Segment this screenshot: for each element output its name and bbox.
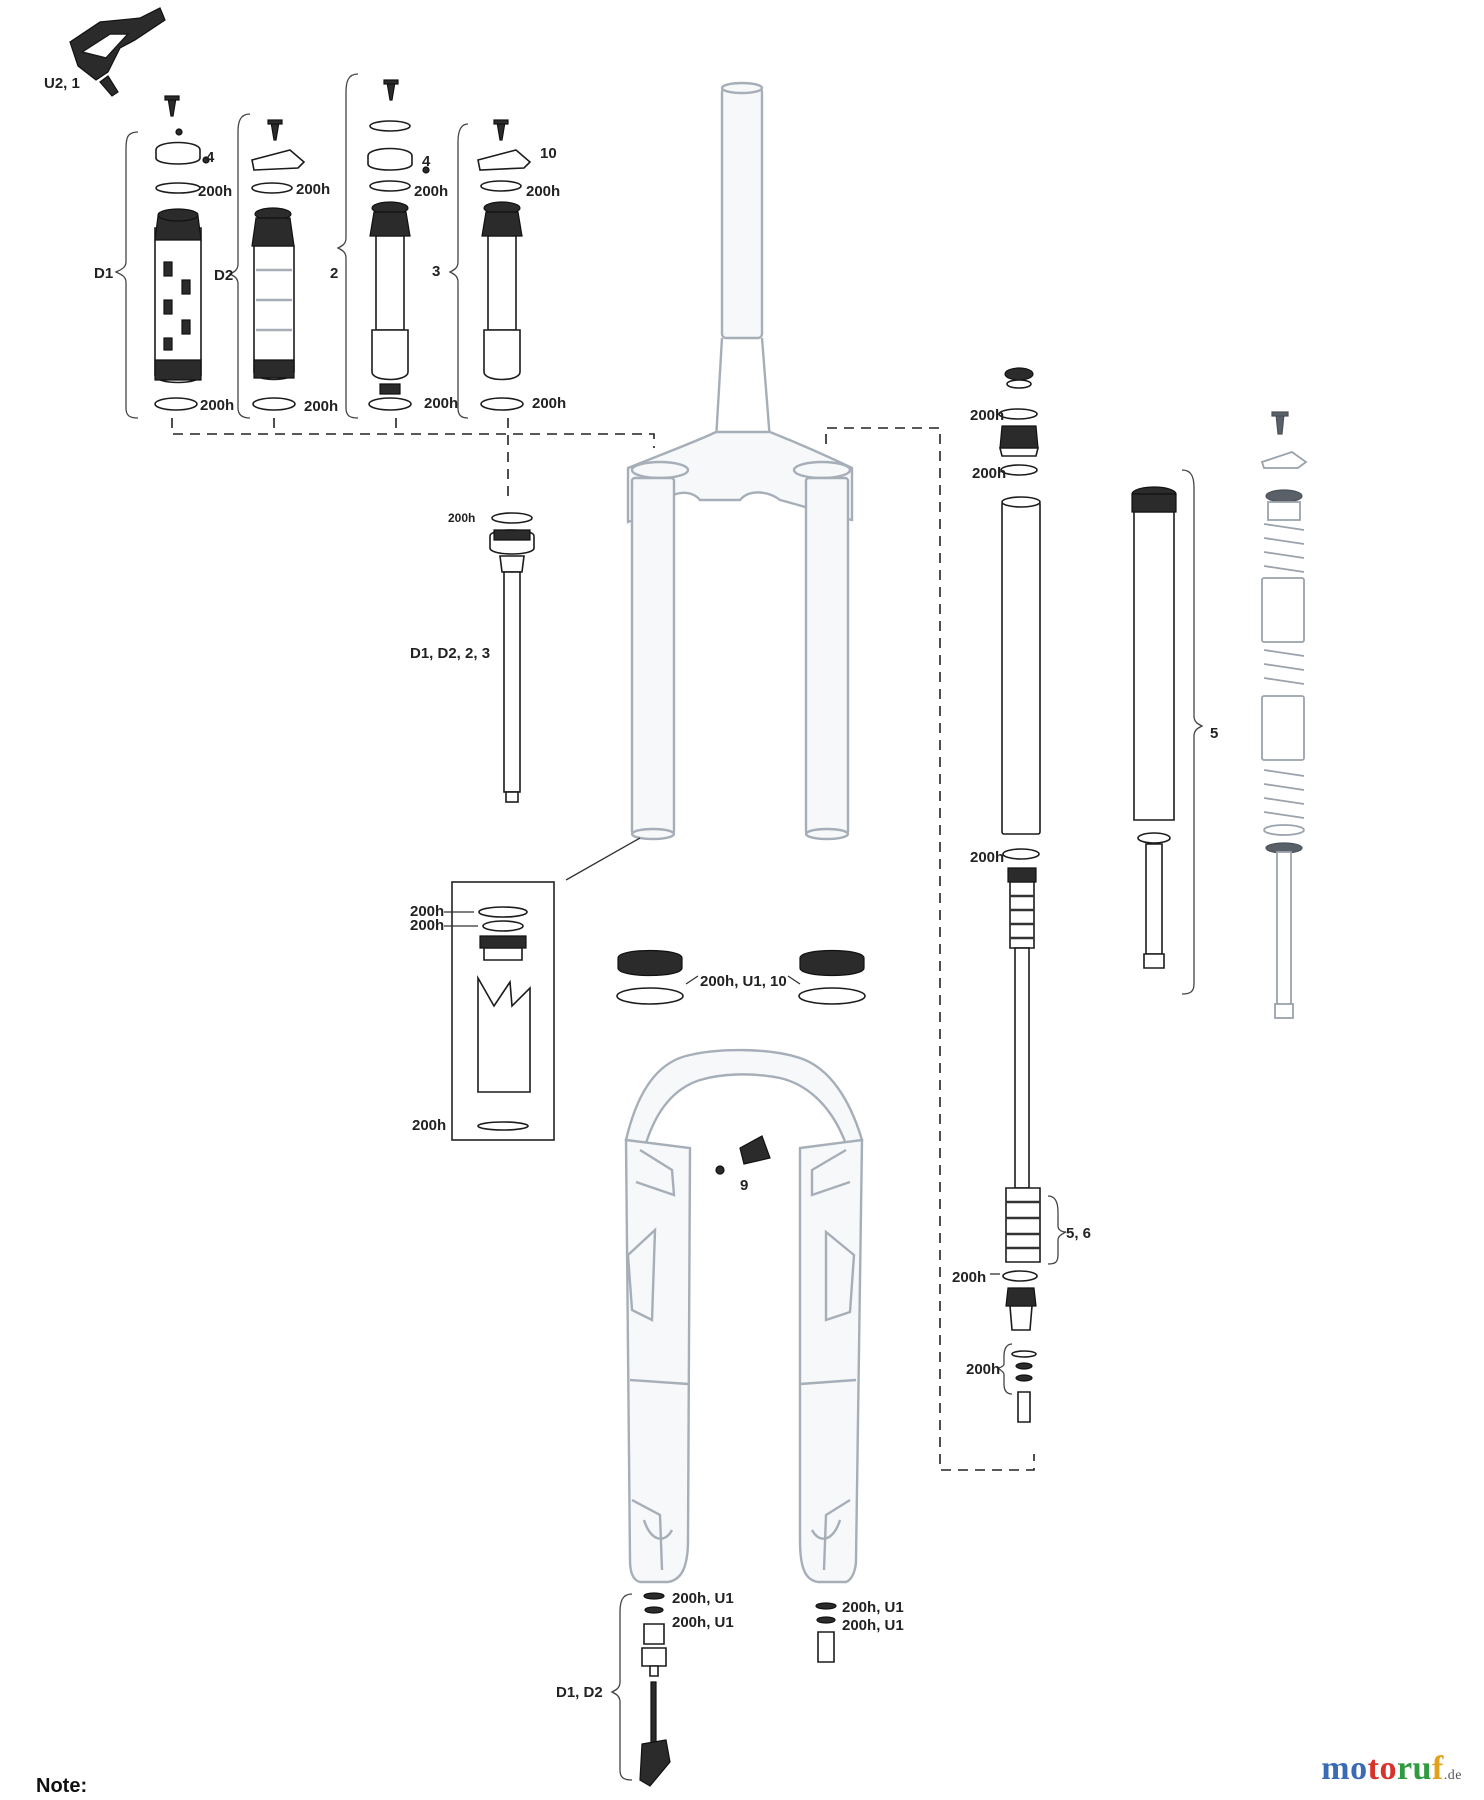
label-200h-cap2: 200h bbox=[972, 465, 1006, 482]
label-200h-oring: 200h bbox=[966, 1361, 1000, 1378]
label-3: 3 bbox=[432, 263, 440, 280]
label-5-6: 5, 6 bbox=[1066, 1225, 1091, 1242]
note-label: Note: bbox=[36, 1775, 87, 1797]
fork-arch bbox=[624, 1048, 864, 1152]
label-5: 5 bbox=[1210, 725, 1218, 742]
seal-detail-box bbox=[444, 837, 641, 1141]
label-200h-rod: 200h bbox=[970, 849, 1004, 866]
label-4b: 4 bbox=[422, 153, 431, 170]
watermark-part-3: ru bbox=[1396, 1750, 1432, 1787]
bottom-damper-hardware bbox=[610, 1592, 837, 1787]
remote-lever bbox=[69, 7, 166, 97]
brace-d1-d2 bbox=[610, 1593, 633, 1781]
label-200h-piston: 200h bbox=[952, 1269, 986, 1286]
air-tube bbox=[1001, 501, 1041, 835]
label-d1-d2-bottom: D1, D2 bbox=[556, 1684, 603, 1701]
label-200h-d1-top: 200h bbox=[198, 183, 232, 200]
label-200h-u1-c: 200h, U1 bbox=[842, 1599, 904, 1616]
label-200h-u1-d: 200h, U1 bbox=[842, 1617, 904, 1634]
dashed-connector-right bbox=[825, 427, 1035, 1471]
label-10: 10 bbox=[540, 145, 557, 162]
dashed-connector-top bbox=[171, 418, 655, 448]
label-200h-d2-bot: 200h bbox=[304, 398, 338, 415]
brace-2 bbox=[336, 73, 359, 419]
label-200h-2-bot: 200h bbox=[424, 395, 458, 412]
lower-leg-left bbox=[624, 1138, 692, 1584]
label-9: 9 bbox=[740, 1177, 748, 1194]
watermark-part-2: to bbox=[1367, 1750, 1397, 1787]
dust-seals bbox=[616, 949, 866, 1005]
label-200h-d1-bot: 200h bbox=[200, 397, 234, 414]
label-200h-cap1: 200h bbox=[970, 407, 1004, 424]
steerer-tube bbox=[720, 86, 764, 340]
part-labels: U2, 1 D1 D2 2 3 4 4 10 200h 200h 200h 20… bbox=[36, 75, 1218, 1797]
brace-3 bbox=[448, 123, 469, 419]
arch-badge bbox=[739, 1135, 771, 1165]
stanchion-right bbox=[804, 476, 850, 836]
label-200h-u1-10: 200h, U1, 10 bbox=[700, 973, 787, 990]
label-200h-u1-b: 200h, U1 bbox=[672, 1614, 734, 1631]
watermark-logo: motoruf.de bbox=[1321, 1750, 1462, 1788]
coil-spring-assembly bbox=[1260, 411, 1308, 1019]
label-d1-d2-2-3: D1, D2, 2, 3 bbox=[410, 645, 490, 662]
cartridge-d1 bbox=[154, 95, 210, 411]
brace-5 bbox=[1181, 469, 1204, 995]
label-200h-shaft: 200h bbox=[448, 511, 475, 525]
stanchion-left bbox=[630, 476, 676, 836]
label-200h-box2: 200h bbox=[410, 917, 444, 934]
label-u2-1: U2, 1 bbox=[44, 75, 80, 92]
label-4a: 4 bbox=[206, 149, 215, 166]
label-200h-2-top: 200h bbox=[414, 183, 448, 200]
label-200h-box1: 200h bbox=[410, 903, 444, 920]
air-spring-stack bbox=[990, 367, 1067, 1423]
cartridge-d2 bbox=[251, 119, 306, 411]
label-2: 2 bbox=[330, 265, 338, 282]
spring-spacer-upper bbox=[1261, 577, 1305, 643]
air-shaft bbox=[1014, 947, 1030, 1189]
brace-5-6 bbox=[1047, 1195, 1067, 1265]
coil-cartridge-5 bbox=[1131, 469, 1204, 995]
label-200h-u1-a: 200h, U1 bbox=[672, 1590, 734, 1607]
fork-upper-assembly bbox=[626, 81, 854, 841]
fork-lower-legs bbox=[624, 1048, 864, 1584]
label-200h-d2-top: 200h bbox=[296, 181, 330, 198]
label-200h-box3: 200h bbox=[412, 1117, 446, 1134]
label-d2: D2 bbox=[214, 267, 233, 284]
label-d1: D1 bbox=[94, 265, 113, 282]
brace-oring bbox=[996, 1343, 1013, 1395]
label-200h-3-bot: 200h bbox=[532, 395, 566, 412]
lower-leg-right bbox=[798, 1138, 864, 1584]
brace-d2 bbox=[228, 113, 251, 419]
badge-screw bbox=[715, 1165, 725, 1175]
cartridge-3 bbox=[477, 119, 532, 411]
cartridge-2 bbox=[367, 79, 430, 411]
spring-spacer-lower bbox=[1261, 695, 1305, 761]
brace-d1 bbox=[114, 131, 139, 419]
watermark-part-1: mo bbox=[1321, 1750, 1368, 1787]
seal-tool bbox=[477, 974, 531, 1093]
damper-shaft bbox=[489, 512, 535, 803]
watermark-part-4: f bbox=[1431, 1750, 1444, 1787]
label-200h-3-top: 200h bbox=[526, 183, 560, 200]
watermark-tld: .de bbox=[1443, 1768, 1462, 1783]
